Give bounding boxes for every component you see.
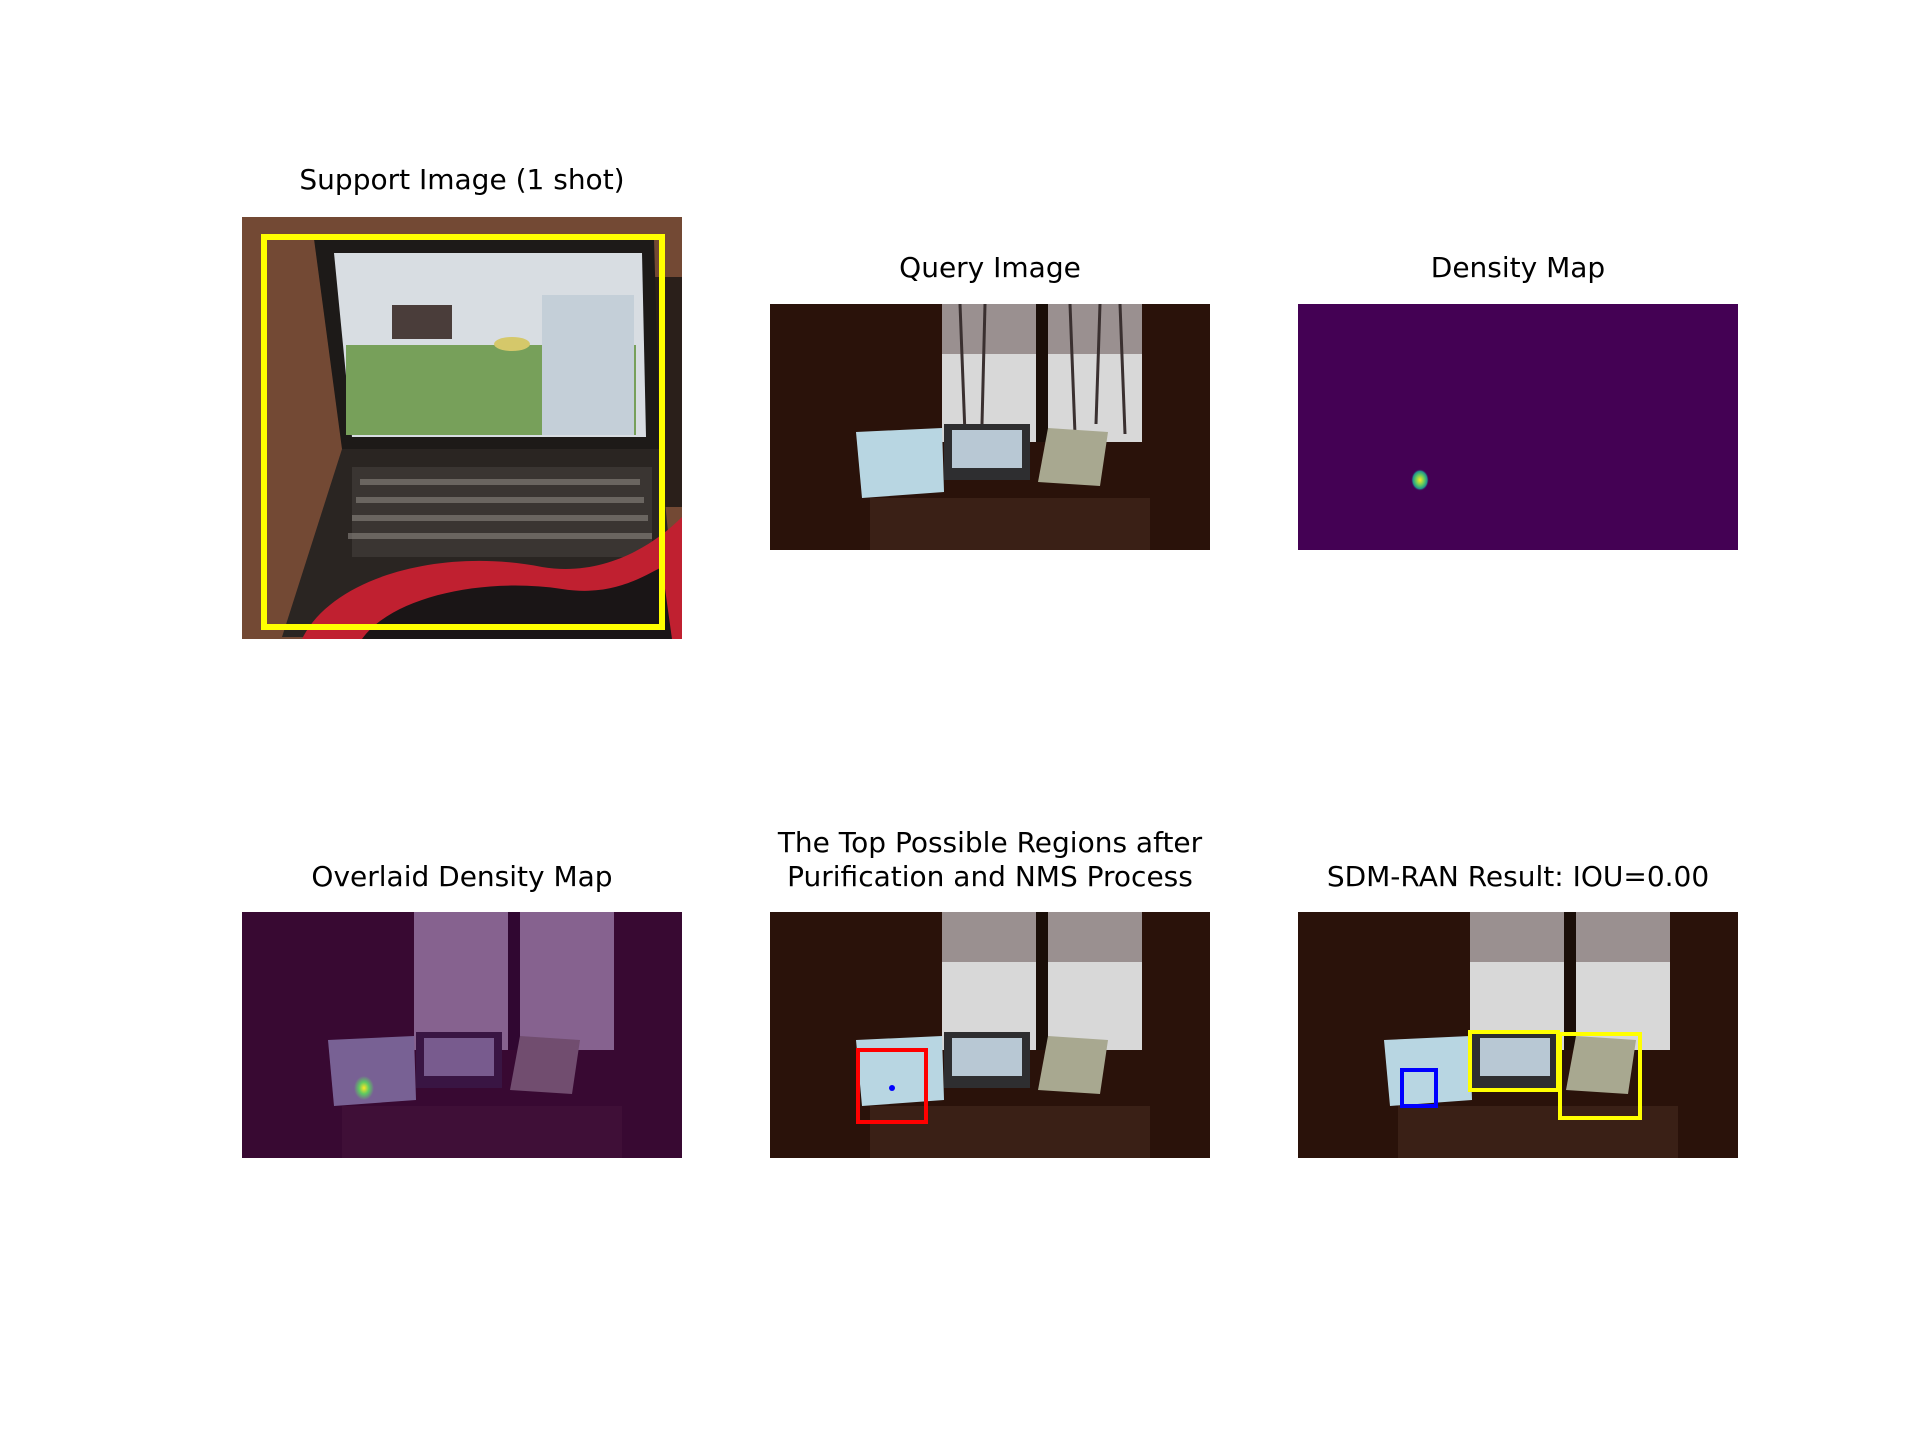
query-image (770, 304, 1210, 550)
support-box (261, 234, 665, 630)
support-image-title: Support Image (1 shot) (299, 163, 625, 196)
sdm-ran-result-image (1298, 912, 1738, 1158)
overlay-hotspot (354, 1076, 374, 1100)
overlaid-density-photo (242, 912, 682, 1158)
density-map-title: Density Map (1430, 251, 1606, 284)
predicted-box (1400, 1068, 1438, 1108)
top-regions-photo (770, 912, 1210, 1158)
top-regions-title-line1: The Top Possible Regions after (777, 826, 1203, 859)
sdm-ran-result-photo (1298, 912, 1738, 1158)
query-image-desk-photo (770, 304, 1210, 550)
overlaid-density-map (242, 912, 682, 1158)
candidate-center-point (889, 1085, 895, 1091)
density-map (1298, 304, 1738, 550)
candidate-region-box (856, 1048, 928, 1124)
density-hotspot (1411, 469, 1429, 491)
support-image (242, 217, 682, 639)
sdm-ran-result-title: SDM-RAN Result: IOU=0.00 (1326, 860, 1710, 893)
top-regions-image (770, 912, 1210, 1158)
top-regions-title-line2: Purification and NMS Process (787, 860, 1193, 893)
ground-truth-box-laptop (1558, 1032, 1642, 1120)
support-image-laptop-photo (242, 217, 682, 639)
query-image-title: Query Image (899, 251, 1081, 284)
density-map-heatmap (1298, 304, 1738, 550)
overlaid-density-map-title: Overlaid Density Map (311, 860, 613, 893)
